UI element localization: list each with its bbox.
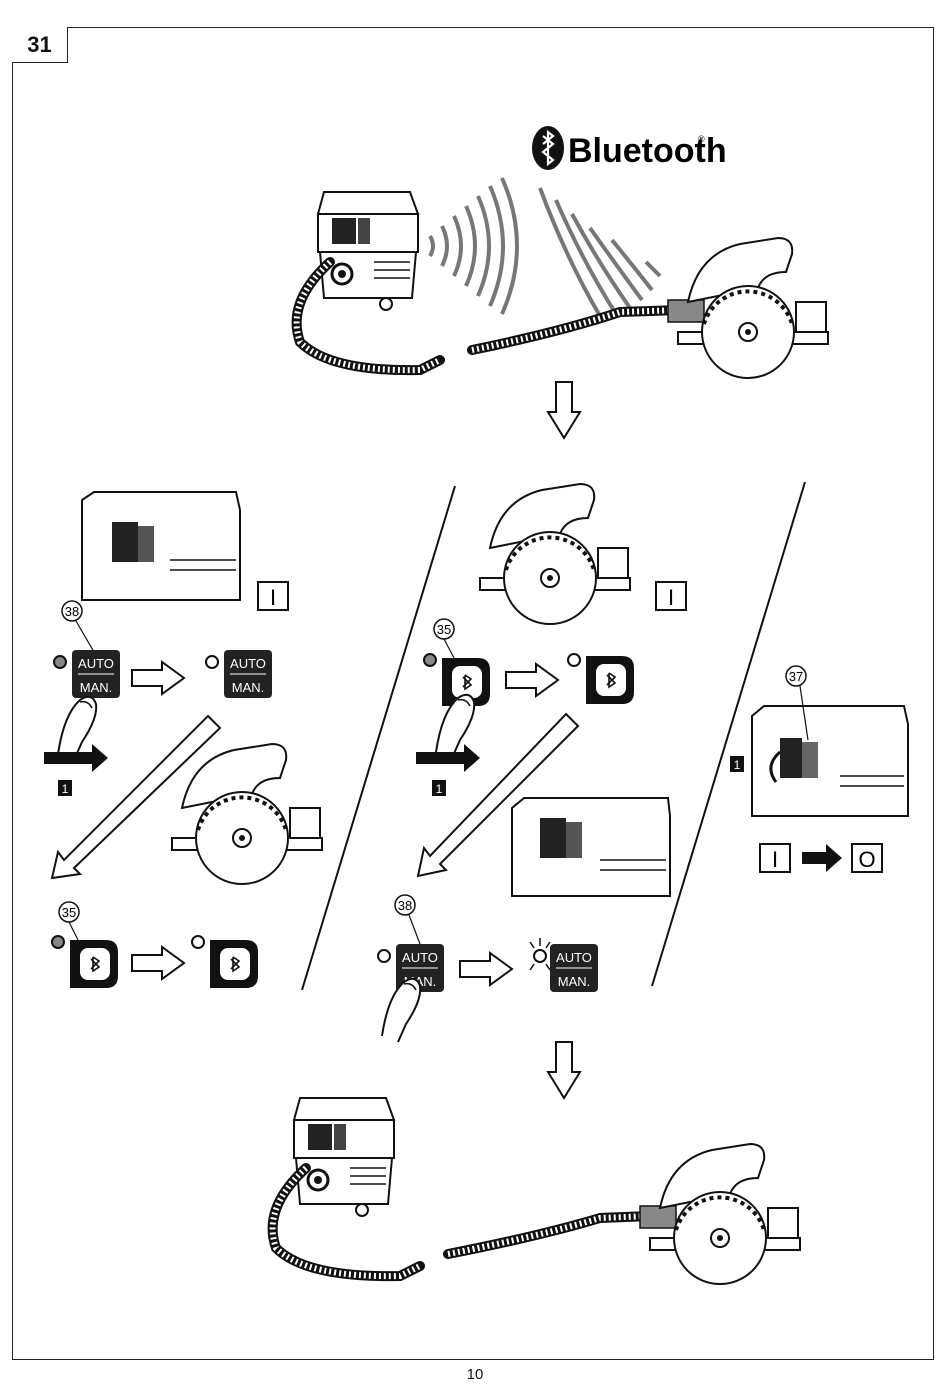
press-arrow bbox=[44, 744, 108, 772]
down-arrow-2 bbox=[547, 1041, 581, 1099]
wireless-waves-right bbox=[538, 187, 662, 318]
saw-bluetooth-button-result bbox=[585, 655, 635, 705]
switch-off-label: O bbox=[858, 847, 875, 872]
svg-text:1: 1 bbox=[436, 782, 443, 796]
switch-on-label-middle: I bbox=[668, 585, 674, 610]
auto-man-button-middle-result: AUTO MAN. bbox=[550, 944, 598, 992]
indicator-lamp bbox=[53, 655, 67, 669]
saw-bluetooth-button-left-result bbox=[209, 939, 259, 989]
svg-text:AUTO: AUTO bbox=[78, 656, 114, 671]
diagonal-arrow-middle bbox=[416, 712, 580, 878]
callout-35-left: 35 bbox=[62, 905, 76, 920]
dust-extractor-illustration-bottom bbox=[292, 1096, 396, 1218]
switch-on-label-left: I bbox=[270, 585, 276, 610]
extractor-closeup-right bbox=[751, 705, 909, 817]
callout-37: 37 bbox=[789, 669, 803, 684]
svg-text:1: 1 bbox=[734, 758, 741, 772]
svg-text:AUTO: AUTO bbox=[556, 950, 592, 965]
extractor-closeup-middle bbox=[511, 797, 671, 897]
extractor-closeup-left bbox=[81, 491, 241, 601]
switch-arrow bbox=[802, 844, 842, 872]
step-badge-right bbox=[730, 756, 744, 772]
callout-38-left: 38 bbox=[65, 604, 79, 619]
auto-man-button-result: AUTO MAN. bbox=[224, 650, 272, 698]
callout-35-middle: 35 bbox=[437, 622, 451, 637]
circular-saw-left bbox=[170, 742, 324, 886]
press-arrow bbox=[416, 744, 480, 772]
right-arrow bbox=[131, 946, 185, 980]
step-badge bbox=[58, 780, 72, 796]
saw-bluetooth-button-left[interactable] bbox=[69, 939, 119, 989]
diagonal-arrow-left bbox=[50, 714, 222, 880]
svg-text:MAN.: MAN. bbox=[232, 680, 265, 695]
right-arrow bbox=[459, 952, 513, 986]
finger-press-icon bbox=[57, 695, 98, 761]
finger-press-icon bbox=[381, 977, 422, 1043]
step-badge-middle bbox=[432, 780, 446, 796]
down-arrow-1 bbox=[547, 381, 581, 439]
auto-man-button[interactable]: AUTO MAN. bbox=[72, 650, 120, 698]
wireless-waves-left bbox=[428, 177, 519, 315]
dust-extractor-illustration bbox=[316, 190, 420, 312]
bluetooth-wordmark: Bluetooth bbox=[568, 132, 727, 170]
right-arrow bbox=[505, 663, 559, 697]
svg-text:MAN.: MAN. bbox=[558, 974, 591, 989]
indicator-lamp-blinking bbox=[529, 938, 551, 971]
switch-on-label-right: I bbox=[772, 847, 778, 872]
bluetooth-logo bbox=[532, 126, 564, 170]
rotate-arrow-icon bbox=[769, 750, 782, 783]
circular-saw-middle bbox=[478, 482, 632, 626]
figure-frame bbox=[12, 27, 934, 1360]
divider-right bbox=[651, 481, 806, 987]
svg-text:1: 1 bbox=[62, 782, 69, 796]
figure-number: 31 bbox=[12, 27, 68, 63]
divider-left bbox=[301, 485, 456, 991]
svg-text:MAN.: MAN. bbox=[80, 680, 113, 695]
svg-text:AUTO: AUTO bbox=[402, 950, 438, 965]
page-number: 10 bbox=[466, 1366, 484, 1383]
registered-mark: ® bbox=[698, 134, 705, 144]
svg-text:AUTO: AUTO bbox=[230, 656, 266, 671]
callout-38-middle: 38 bbox=[398, 898, 412, 913]
right-arrow bbox=[131, 661, 185, 695]
